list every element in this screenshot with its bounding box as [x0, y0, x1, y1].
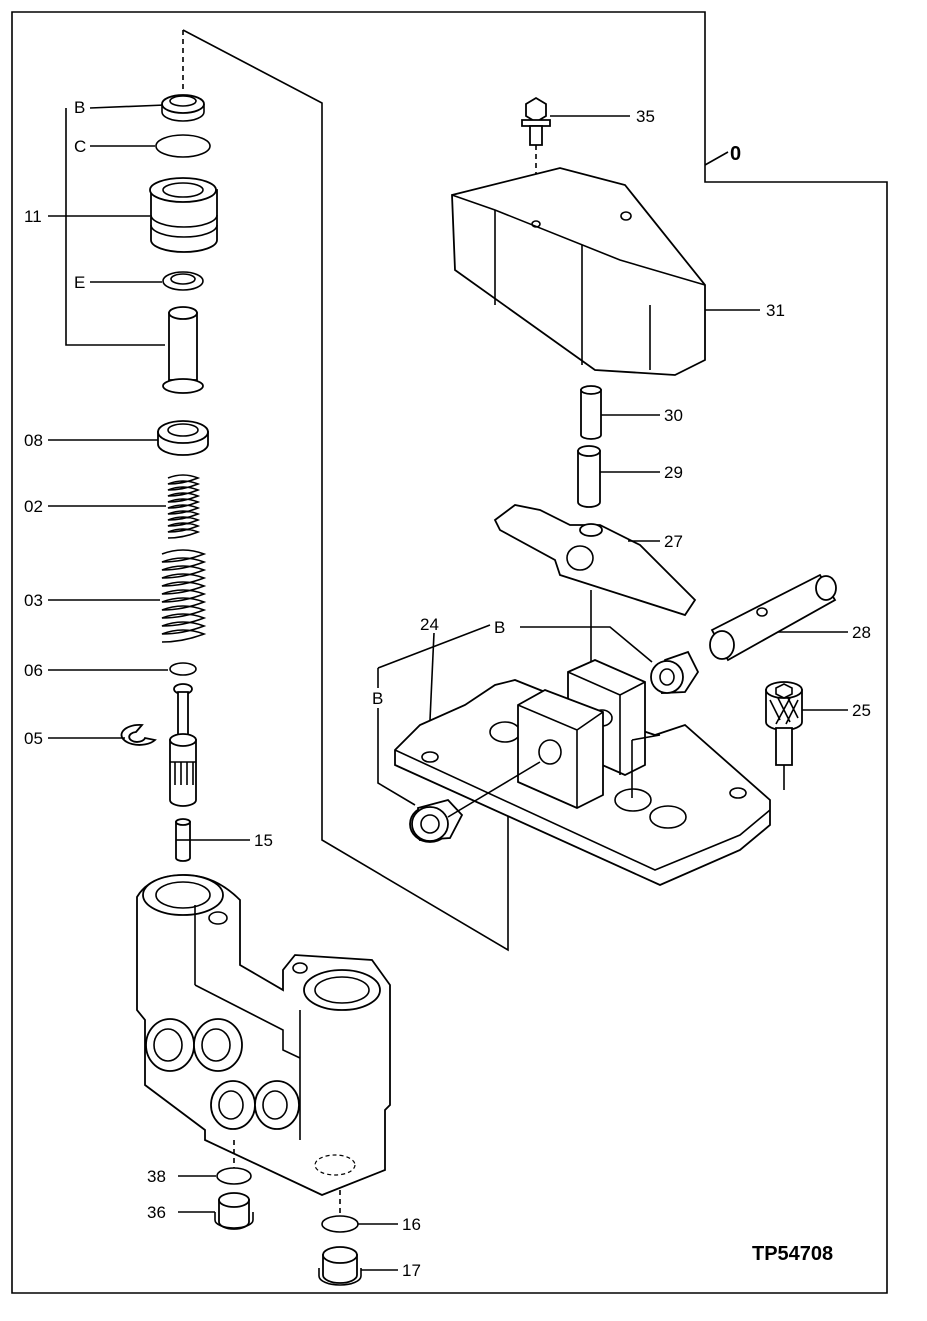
callout-02: 02 — [24, 497, 43, 516]
seal-ring-e — [162, 271, 204, 291]
callout-16: 16 — [402, 1215, 421, 1234]
callout-30: 30 — [664, 406, 683, 425]
bolt-35 — [521, 96, 551, 146]
base-plate-24 — [394, 659, 771, 886]
plug-36 — [214, 1192, 254, 1230]
callout-27: 27 — [664, 532, 683, 551]
callout-36: 36 — [147, 1203, 166, 1222]
callout-e: E — [74, 273, 85, 292]
retaining-clip — [120, 724, 157, 746]
callout-25: 25 — [852, 701, 871, 720]
inner-spring-02 — [167, 474, 201, 539]
assembly-boundary-line — [182, 29, 509, 952]
plug-17 — [318, 1246, 362, 1286]
callout-03: 03 — [24, 591, 43, 610]
pin-30 — [580, 385, 602, 440]
callout-group-0: 0 — [730, 143, 741, 165]
callout-31: 31 — [766, 301, 785, 320]
bushing-b-rear — [650, 650, 700, 694]
spool-05 — [169, 683, 197, 807]
callout-06: 06 — [24, 661, 43, 680]
shaft-28 — [709, 573, 837, 662]
washer-06 — [169, 662, 197, 676]
socket-screw-25 — [765, 681, 803, 766]
callout-24: 24 — [420, 615, 439, 634]
diagram-frame — [11, 11, 888, 1294]
pin-29 — [577, 445, 601, 508]
valve-body — [136, 874, 391, 1196]
callout-b-top: B — [494, 618, 505, 637]
callout-15: 15 — [254, 831, 273, 850]
callout-05: 05 — [24, 729, 43, 748]
outer-spring-03 — [161, 549, 207, 643]
bushing-b-front — [409, 798, 464, 843]
callout-b-left: B — [372, 689, 383, 708]
callout-29: 29 — [664, 463, 683, 482]
o-ring-38 — [216, 1167, 252, 1185]
drawing-id: TP54708 — [752, 1243, 833, 1265]
callout-08: 08 — [24, 431, 43, 450]
callout-b: B — [74, 98, 85, 117]
pin-15 — [175, 818, 191, 862]
callout-c: C — [74, 137, 86, 156]
callout-17: 17 — [402, 1261, 421, 1280]
o-ring-16 — [321, 1215, 359, 1233]
callout-38: 38 — [147, 1167, 166, 1186]
callout-35: 35 — [636, 107, 655, 126]
spring-seat-08 — [157, 420, 209, 456]
cover-31 — [451, 167, 706, 376]
lever-27 — [493, 504, 697, 617]
seal-ring-b — [161, 94, 205, 122]
callout-11: 11 — [24, 207, 42, 226]
guide-bushing-11 — [149, 177, 218, 253]
callout-28: 28 — [852, 623, 871, 642]
plunger — [162, 306, 204, 394]
o-ring-c — [155, 134, 211, 158]
